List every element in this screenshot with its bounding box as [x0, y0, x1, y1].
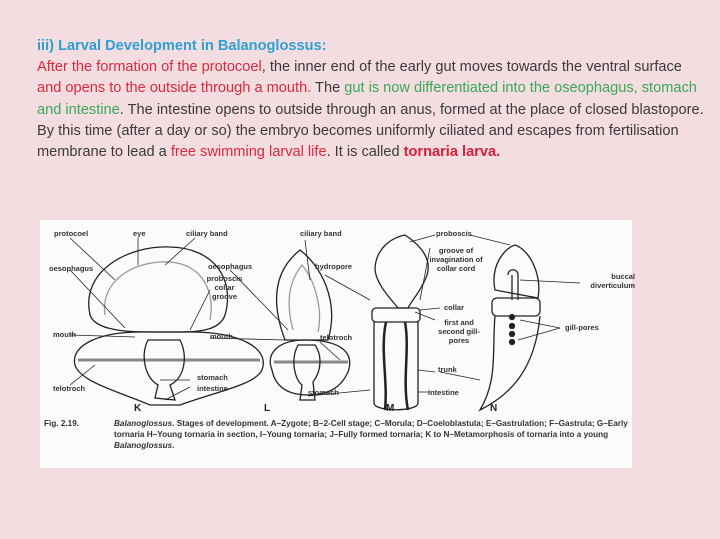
- label-stomach-l: stomach: [308, 388, 339, 397]
- label-hydropore: hydropore: [315, 262, 353, 271]
- text: . The intestine opens to outside through…: [119, 101, 704, 118]
- paragraph-tornaria: By this time (after a day or so) the emb…: [37, 121, 707, 163]
- caption-text: . Stages of development. A–Zygote; B–2-C…: [114, 419, 628, 439]
- label-protocoel: protocoel: [54, 229, 89, 238]
- text: , the inner end of the early gut moves t…: [261, 59, 682, 76]
- caption-genus: Balanoglossus: [114, 419, 173, 428]
- label-ciliary-band-k: ciliary band: [186, 229, 228, 238]
- label-proboscis-collar-groove: proboscis collar groove: [206, 274, 243, 301]
- figure-caption: Fig. 2.19. Balanoglossus. Stages of deve…: [44, 418, 629, 451]
- label-trunk: trunk: [438, 365, 457, 374]
- label-mouth-l: mouth: [210, 332, 233, 341]
- label-telotroch-l: telotroch: [320, 333, 353, 342]
- text-red: After the formation of the protocoel: [37, 59, 262, 76]
- label-ciliary-band-l: ciliary band: [300, 229, 342, 238]
- stage-label-n: N: [490, 403, 498, 414]
- caption-genus-end: Balanoglossus: [114, 441, 173, 450]
- stage-label-m: M: [386, 403, 395, 414]
- text: The: [311, 80, 345, 97]
- label-gill-pores: gill-pores: [565, 323, 599, 332]
- slide-heading: iii) Larval Development in Balanoglossus…: [37, 38, 327, 54]
- text: By this time (after a day or so) the emb…: [37, 122, 679, 161]
- label-proboscis: proboscis: [436, 229, 472, 238]
- text-red: and opens to the outside through a mouth…: [37, 80, 312, 97]
- label-collar: collar: [444, 303, 465, 312]
- label-groove-collar-cord: groove of invagination of collar cord: [429, 246, 483, 273]
- caption-label: Fig. 2.19.: [44, 419, 80, 428]
- text-red: free swimming larval life: [170, 144, 327, 161]
- paragraph-larval-gut: After the formation of the protocoel, th…: [37, 57, 707, 121]
- label-eye: eye: [133, 229, 146, 238]
- label-mouth-k: mouth: [53, 330, 76, 339]
- stage-label-k: K: [134, 403, 142, 414]
- label-telotroch-k: telotroch: [53, 384, 86, 393]
- balanoglossus-figure: protocoel eye ciliary band oesophagus pr…: [40, 220, 635, 468]
- text: . It is called: [326, 144, 404, 161]
- label-oesophagus-l: oesophagus: [208, 262, 253, 271]
- label-buccal-diverticulum: buccal diverticulum: [590, 272, 635, 290]
- label-intestine-m: intestine: [428, 388, 459, 397]
- label-stomach-k: stomach: [197, 373, 228, 382]
- text-green: gut is now differentiated into the oseop…: [37, 80, 697, 118]
- metamorphosis-diagram: [69, 234, 581, 412]
- stage-label-l: L: [264, 403, 271, 414]
- label-first-second-gill-pores: first and second gill-pores: [438, 318, 480, 345]
- label-intestine-k: intestine: [197, 384, 228, 393]
- caption-end: .: [172, 441, 175, 450]
- slide-text: iii) Larval Development in Balanoglossus…: [37, 36, 707, 163]
- text-bold-red: tornaria larva.: [403, 144, 501, 161]
- label-oesophagus-k: oesophagus: [49, 264, 94, 273]
